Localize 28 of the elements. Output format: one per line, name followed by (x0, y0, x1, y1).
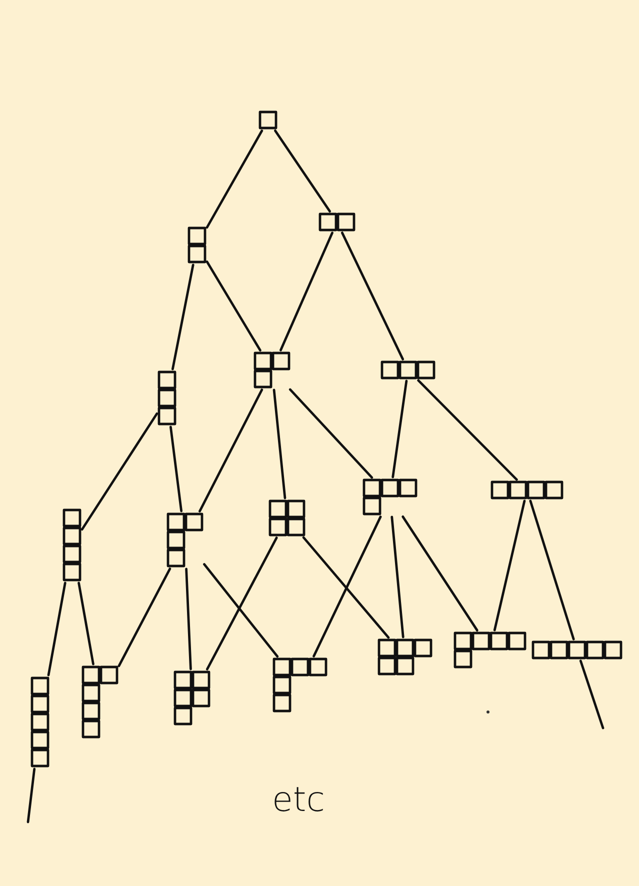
connector-line (529, 500, 575, 640)
connector-line (274, 129, 331, 213)
connector-line (312, 516, 382, 658)
connector-line (198, 388, 264, 512)
connector-line (206, 130, 264, 229)
connector-line (288, 388, 374, 479)
connector-line (390, 516, 404, 638)
connector-line (392, 380, 408, 478)
connector-line (302, 536, 390, 639)
connector-line (206, 536, 278, 670)
connector-line (185, 568, 192, 670)
connector-line (272, 388, 286, 500)
connector-line (402, 515, 478, 632)
connector-line (78, 582, 94, 666)
connector-line (118, 568, 172, 668)
connector-line (47, 582, 66, 676)
connector-line (493, 500, 526, 632)
connector-line (171, 264, 194, 370)
connector-line (280, 232, 334, 352)
connector-line (206, 260, 262, 352)
connector-line (26, 768, 36, 824)
note-text: etc (272, 780, 325, 820)
connector-line (579, 660, 604, 730)
connector-line (203, 563, 279, 658)
connector-line (417, 379, 518, 481)
connector-line (340, 232, 404, 360)
connector-line (169, 426, 183, 512)
connector-line (80, 412, 158, 531)
